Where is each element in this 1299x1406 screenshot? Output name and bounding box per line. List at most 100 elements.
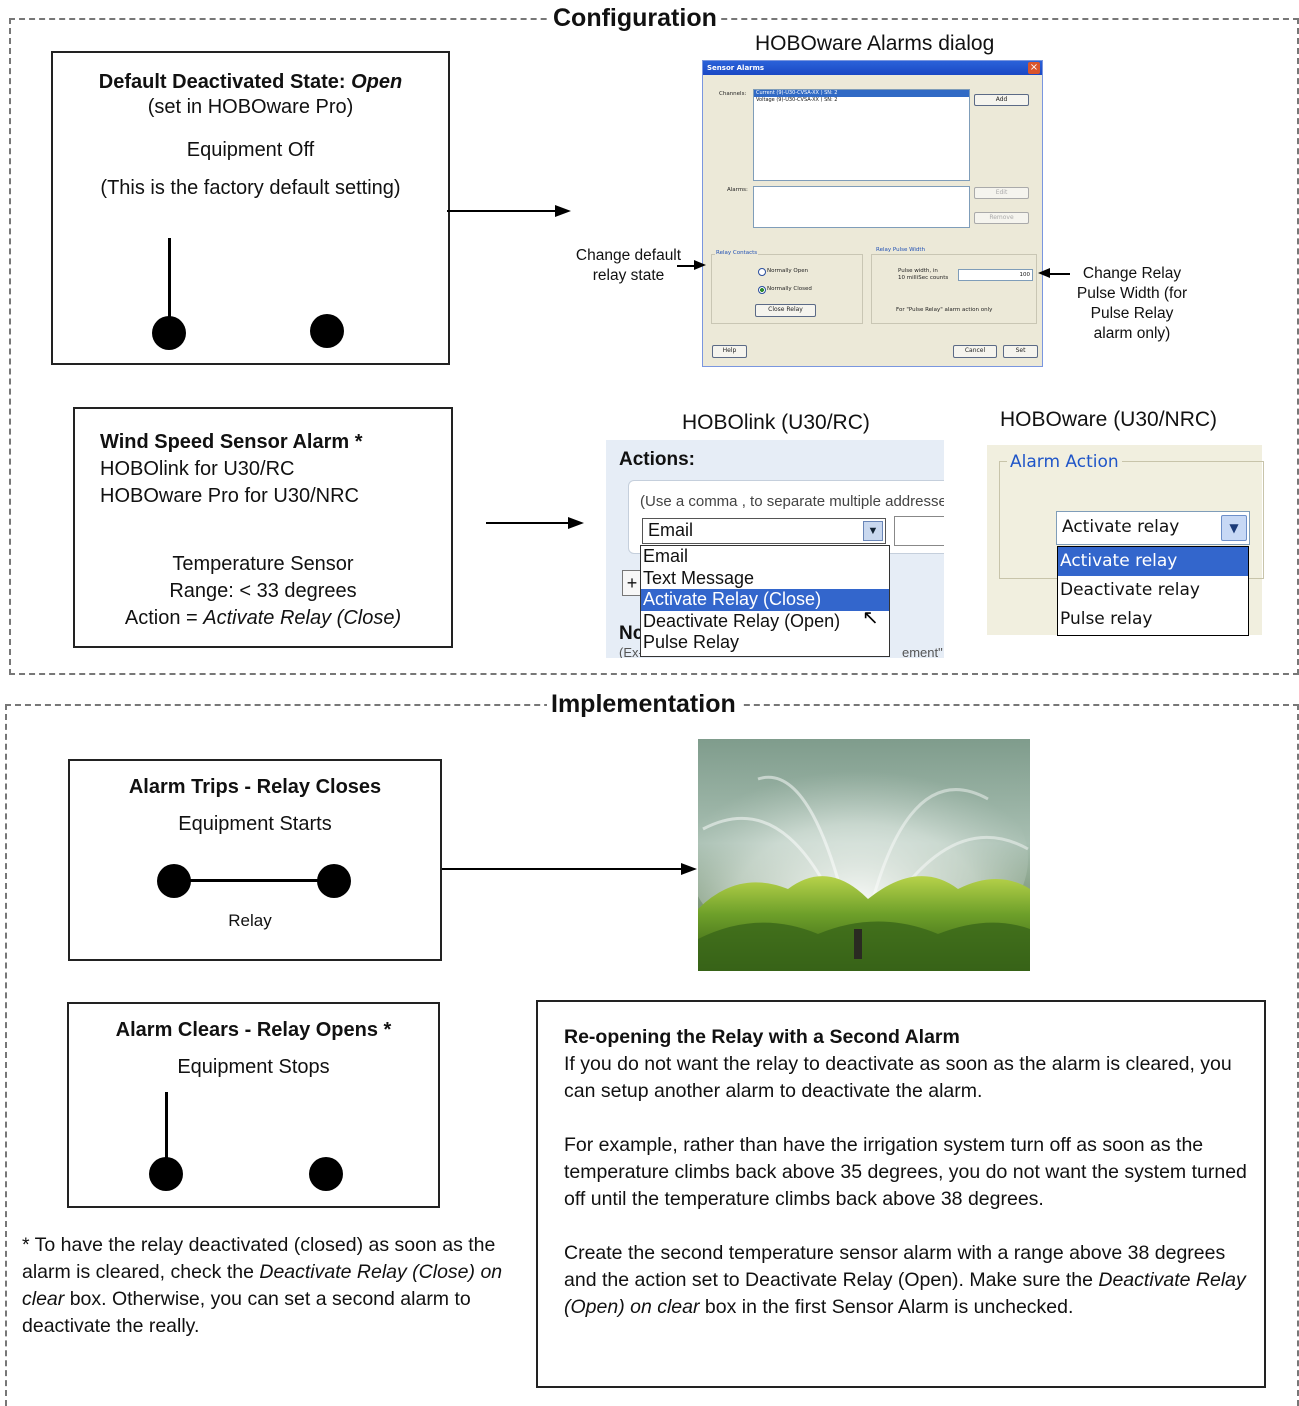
arrow-default-to-dialog: [447, 210, 555, 212]
sensor-alarms-dialog: Sensor Alarms × Channels: Current (9)-U3…: [702, 60, 1043, 367]
alarms-list[interactable]: [753, 186, 970, 228]
trips-heading: Alarm Trips - Relay Closes: [128, 776, 382, 798]
channels-list[interactable]: Current (9)-U30-CVSA-XX ) SN: 2 Voltage …: [753, 89, 970, 181]
partial-footer-text-right: ement": [902, 645, 943, 658]
sprinkler-photo: [698, 739, 1030, 971]
arrow-head: [555, 205, 571, 217]
arrow-to-relay-contacts: [677, 265, 697, 267]
configuration-title: Configuration: [549, 4, 721, 32]
action-type-dropdown[interactable]: Email Text Message Activate Relay (Close…: [640, 545, 890, 657]
callout-change-default: Change default relay state: [575, 247, 682, 284]
dropdown-option[interactable]: Deactivate Relay (Open): [643, 610, 841, 631]
dropdown-option-selected[interactable]: Activate relay: [1058, 547, 1248, 576]
relay-contacts-label: Relay Contacts: [715, 250, 759, 256]
partial-footer-text: (Ex-: [619, 645, 643, 658]
default-state-box: Default Deactivated State: Open (set in …: [51, 51, 450, 365]
arrow-trips-to-sprinkler: [442, 868, 682, 870]
alarm-action-select[interactable]: Activate relay ▼: [1056, 511, 1250, 545]
hoboware-caption: HOBOware (U30/NRC): [1000, 408, 1218, 431]
edit-button[interactable]: Edit: [974, 187, 1029, 199]
default-state-line2: Equipment Off: [186, 139, 315, 161]
add-button[interactable]: Add: [974, 94, 1029, 106]
default-state-heading: Default Deactivated State:: [98, 71, 352, 93]
partial-section-label: Nc: [619, 623, 644, 644]
arrow-wind-to-hobolink: [486, 522, 568, 524]
channels-label: Channels:: [719, 91, 747, 97]
reopen-paragraph-2: For example, rather than have the irriga…: [564, 1134, 1247, 1210]
channel-item[interactable]: Voltage (9)-U30-CVSA-XX ) SN: 2: [756, 97, 838, 103]
default-state-line3: (This is the factory default setting): [100, 177, 401, 199]
normally-closed-label: Normally Closed: [767, 286, 812, 292]
pulse-width-input[interactable]: 100: [958, 269, 1033, 281]
actions-label: Actions:: [619, 449, 695, 470]
cancel-button[interactable]: Cancel: [953, 345, 997, 358]
callout-change-pulse: Change Relay Pulse Width (for Pulse Rela…: [1076, 265, 1188, 342]
hobolink-actions-panel: Actions: (Use a comma , to separate mult…: [606, 440, 944, 658]
alarm-trips-box: Alarm Trips - Relay Closes Equipment Sta…: [68, 759, 442, 961]
channel-item[interactable]: Current (9)-U30-CVSA-XX ) SN: 2: [754, 90, 969, 97]
wind-box-line4: Range: < 33 degrees: [169, 580, 357, 602]
address-input[interactable]: [894, 516, 944, 546]
dropdown-option-selected[interactable]: Activate Relay (Close): [641, 589, 889, 611]
dialog-caption: HOBOware Alarms dialog: [755, 32, 995, 55]
reopen-paragraph-3: Create the second temperature sensor ala…: [564, 1242, 1246, 1318]
wind-box-line1: HOBOlink for U30/RC: [100, 458, 295, 480]
alarms-label: Alarms:: [727, 187, 748, 193]
relay-contact-left: [149, 1157, 183, 1191]
arrow-head: [568, 517, 584, 529]
reopen-heading: Re-opening the Relay with a Second Alarm: [564, 1026, 960, 1048]
clears-line1: Equipment Stops: [177, 1056, 330, 1078]
relay-label: Relay: [228, 911, 272, 930]
wind-box-line2: HOBOware Pro for U30/NRC: [100, 485, 359, 507]
arrow-head: [681, 863, 697, 875]
dropdown-option[interactable]: Pulse Relay: [643, 632, 740, 652]
pulse-width-units: 10 milliSec counts: [898, 275, 949, 281]
close-relay-button[interactable]: Close Relay: [755, 304, 816, 317]
alarm-action-label: Alarm Action: [1007, 452, 1122, 472]
dropdown-option[interactable]: Email: [643, 546, 689, 566]
alarm-action-dropdown[interactable]: Activate relay Deactivate relay Pulse re…: [1057, 546, 1249, 636]
wind-sensor-alarm-box: Wind Speed Sensor Alarm * HOBOlink for U…: [73, 407, 453, 648]
wind-box-heading: Wind Speed Sensor Alarm *: [100, 431, 363, 453]
relay-contact-right: [309, 1157, 343, 1191]
separator-hint: (Use a comma , to separate multiple addr…: [640, 493, 944, 510]
default-state-heading-emph: Open: [351, 71, 403, 93]
remove-button[interactable]: Remove: [974, 212, 1029, 224]
normally-open-label: Normally Open: [767, 268, 809, 274]
relay-contact-left: [152, 316, 186, 350]
reopen-paragraph-1: If you do not want the relay to deactiva…: [564, 1053, 1232, 1102]
add-action-button[interactable]: +: [622, 570, 642, 596]
mouse-cursor-icon: ↖: [862, 607, 879, 629]
trips-line1: Equipment Starts: [178, 813, 332, 835]
default-state-line1: (set in HOBOware Pro): [147, 96, 354, 118]
close-icon[interactable]: ×: [1028, 62, 1040, 74]
help-button[interactable]: Help: [712, 345, 747, 358]
relay-contact-right: [310, 314, 344, 348]
hoboware-alarm-action-panel: Alarm Action Activate relay ▼ Activate r…: [987, 445, 1264, 636]
closed-relay-arm: [174, 879, 334, 882]
chevron-down-icon: ▼: [863, 521, 883, 541]
normally-open-radio[interactable]: [758, 268, 766, 276]
relay-contacts-group: [711, 254, 863, 324]
footnote-text: * To have the relay deactivated (closed)…: [22, 1234, 503, 1337]
reopening-relay-box: Re-opening the Relay with a Second Alarm…: [536, 1000, 1266, 1388]
relay-pulse-width-label: Relay Pulse Width: [875, 247, 927, 253]
dropdown-option[interactable]: Pulse relay: [1060, 609, 1153, 629]
action-type-select[interactable]: Email ▼: [642, 518, 886, 544]
dialog-titlebar: Sensor Alarms: [703, 61, 1042, 75]
hobolink-caption: HOBOlink (U30/RC): [682, 411, 870, 434]
arrow-head: [694, 260, 706, 270]
arrow-to-pulse-width: [1048, 273, 1070, 275]
arrow-head: [1038, 268, 1050, 278]
pulse-width-label: Pulse width, in: [898, 268, 938, 274]
set-button[interactable]: Set: [1003, 345, 1038, 358]
dropdown-option[interactable]: Deactivate relay: [1060, 580, 1200, 600]
wind-box-line3: Temperature Sensor: [172, 553, 354, 575]
alarm-clears-box: Alarm Clears - Relay Opens * Equipment S…: [67, 1002, 440, 1208]
dropdown-option[interactable]: Text Message: [643, 567, 755, 588]
open-relay-arm: [168, 238, 171, 328]
open-relay-arm: [165, 1092, 168, 1172]
normally-closed-radio[interactable]: [758, 286, 766, 294]
wind-box-line5: Action = Activate Relay (Close): [124, 607, 402, 629]
implementation-title: Implementation: [547, 690, 740, 718]
